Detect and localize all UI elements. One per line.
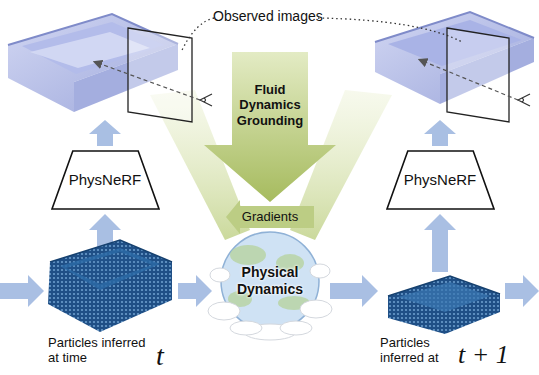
node-text: PhysNeRF: [404, 171, 477, 189]
globe: Physical Dynamics: [212, 226, 328, 336]
node-text: PhysNeRF: [69, 171, 142, 189]
particle-tank: [388, 276, 500, 334]
gradients-arrow: Gradients: [226, 204, 314, 230]
node-text: Fluid Dynamics Grounding: [230, 82, 310, 129]
caption-label: Particles inferred at: [380, 336, 460, 366]
node-text: Gradients: [242, 209, 298, 225]
view-ray: [95, 62, 200, 100]
caption-label: Particles inferred at time: [48, 336, 152, 366]
image-plane: [128, 28, 192, 122]
particle-tank: [48, 240, 172, 332]
grounding-arrow: Fluid Dynamics Grounding: [222, 52, 318, 202]
view-ray: [420, 60, 518, 100]
leader-line: [318, 18, 462, 42]
eye-icon: [518, 94, 530, 106]
time-symbol: t: [156, 340, 186, 372]
eye-icon: [200, 94, 212, 106]
node-text: Physical Dynamics: [222, 264, 318, 298]
renderer-trapezoid: PhysNeRF: [51, 150, 160, 210]
time-symbol: t + 1: [458, 340, 536, 370]
renderer-trapezoid: PhysNeRF: [386, 150, 495, 210]
callout-label: Observed images: [213, 8, 323, 24]
leader-line: [182, 18, 214, 50]
